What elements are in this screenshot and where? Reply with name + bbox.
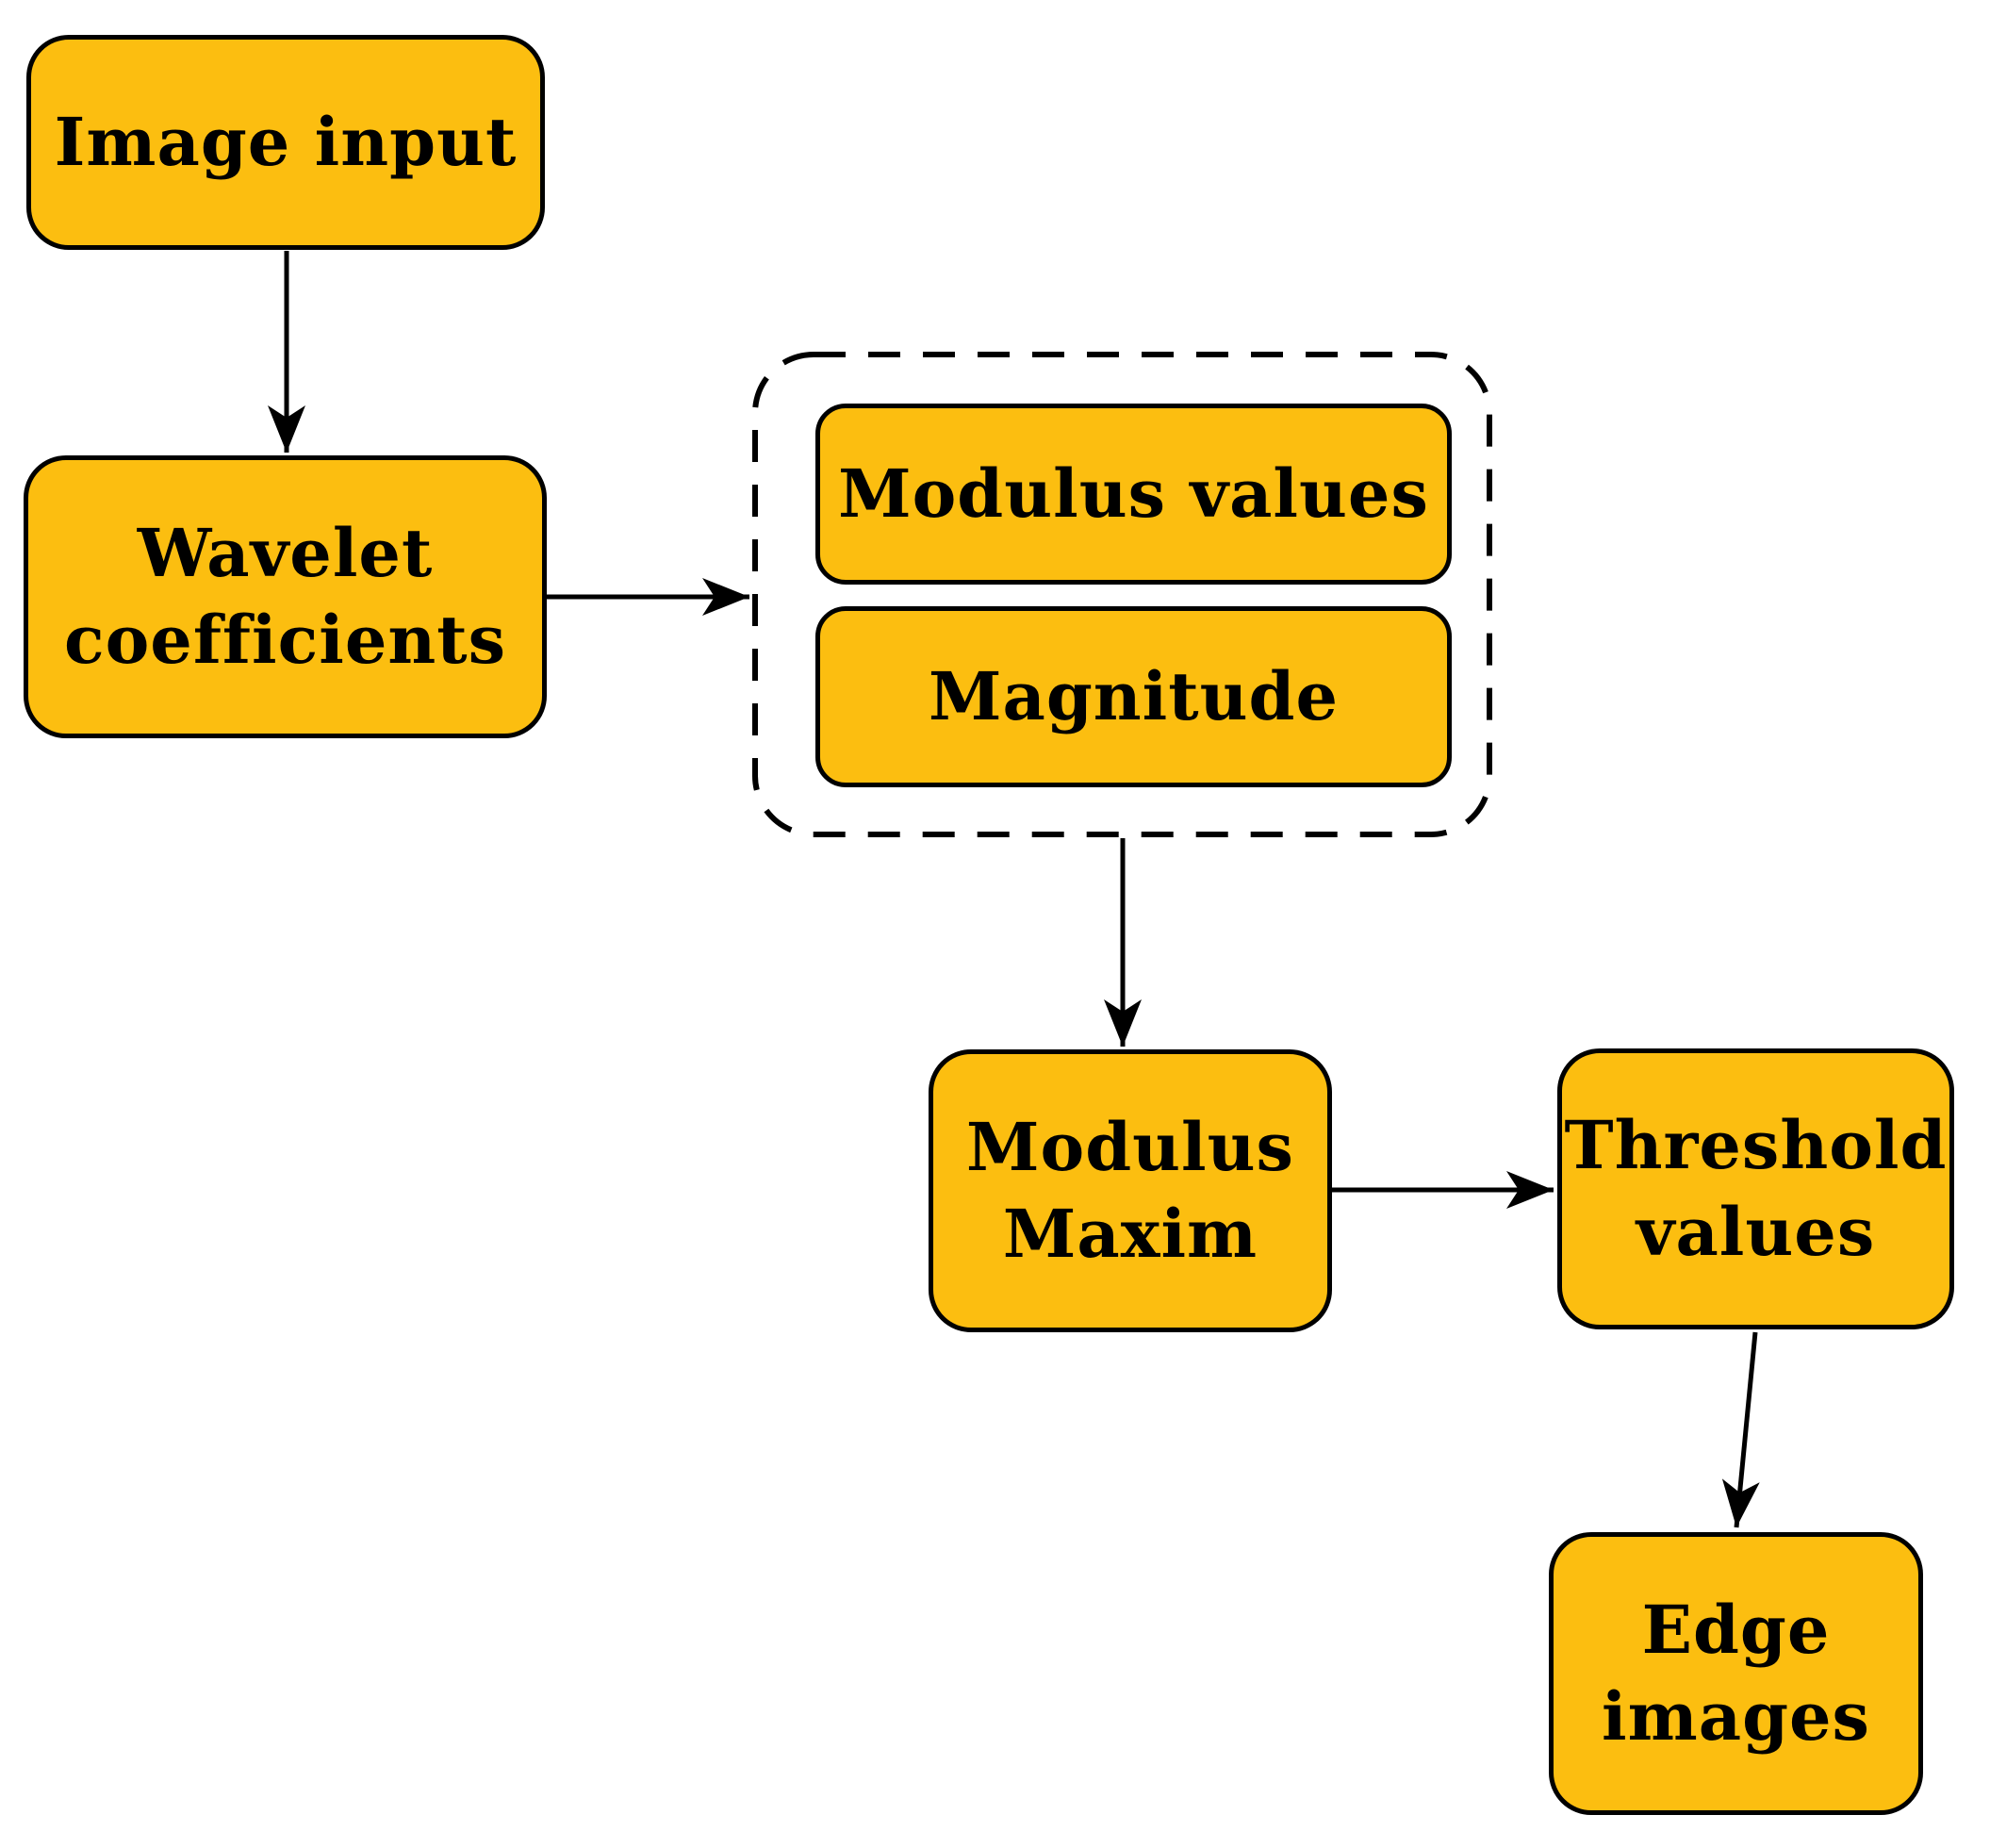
arrow-threshold-to-edge-images [1721, 1331, 1760, 1528]
node-wavelet-coefficients-label: Wavelet coefficients [63, 513, 507, 679]
node-magnitude: Magnitude [815, 606, 1452, 787]
node-image-input-label: Image input [54, 102, 518, 181]
node-modulus-maxim: Modulus Maxim [929, 1049, 1332, 1332]
node-threshold-values: Threshold values [1557, 1048, 1954, 1329]
node-modulus-values: Modulus values [815, 404, 1452, 585]
node-modulus-maxim-label: Modulus Maxim [966, 1107, 1294, 1273]
node-edge-images-label: Edge images [1602, 1590, 1870, 1756]
node-wavelet-coefficients: Wavelet coefficients [24, 455, 547, 738]
node-image-input: Image input [26, 35, 545, 250]
node-threshold-values-label: Threshold values [1564, 1105, 1948, 1271]
node-magnitude-label: Magnitude [929, 656, 1339, 735]
node-modulus-values-label: Modulus values [838, 454, 1429, 533]
node-edge-images: Edge images [1549, 1532, 1923, 1815]
